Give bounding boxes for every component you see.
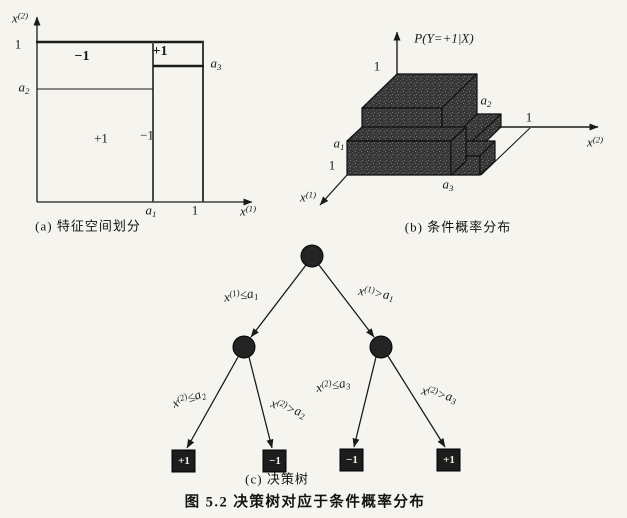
b-label-a1: a1	[333, 135, 345, 152]
leaf-label-1: +1	[178, 455, 190, 467]
edge-right-to-leaf3	[352, 356, 377, 448]
a-x-tick-1: 1	[191, 202, 199, 218]
caption-b: (b) 条件概率分布	[404, 219, 512, 235]
b-label-a2: a2	[480, 92, 492, 109]
tree-leaf-boxes	[171, 448, 461, 473]
tree-root-node	[300, 244, 324, 268]
a-region-bottom-right: −1	[140, 127, 154, 143]
b-p-axis-label: P(Y=+1|X)	[414, 30, 474, 46]
edge-left-to-leaf2	[248, 356, 274, 449]
b-label-a3: a3	[442, 176, 454, 193]
a-region-bottom-left: +1	[94, 130, 108, 146]
leaf-label-4: +1	[443, 454, 455, 466]
block-front-top-face	[346, 126, 467, 142]
a-side-tick-a3: a3	[210, 55, 222, 72]
caption-c: (c) 决策树	[245, 471, 309, 487]
tree-left-node	[232, 335, 256, 359]
edge-root-to-left	[250, 264, 307, 338]
edge-right-to-leaf4	[387, 355, 446, 448]
edge-left-to-leaf1	[186, 356, 239, 449]
tree-edges	[186, 264, 446, 449]
panel-a-partition-lines	[36, 40, 204, 202]
tree-right-node	[369, 335, 393, 359]
a-y-tick-1: 1	[14, 36, 22, 52]
leaf-box-2	[262, 449, 287, 473]
leaf-box-4	[436, 448, 461, 472]
a-region-top-left: −1	[74, 49, 90, 64]
block-front-front-face	[346, 140, 452, 176]
a-y-tick-a2: a2	[18, 79, 30, 96]
panel-b-solid	[346, 31, 502, 176]
a-x-axis-label: x(1)	[239, 203, 257, 219]
b-base-diagonal	[480, 127, 531, 176]
block-front-right-face	[450, 126, 467, 176]
leaf-box-1	[171, 449, 196, 473]
b-x2-tick-1: 1	[525, 109, 533, 125]
b-x1-tick-1: 1	[328, 157, 336, 173]
figure-caption: 图 5.2 决策树对应于条件概率分布	[184, 494, 426, 511]
a-x-tick-a1: a1	[145, 202, 157, 219]
edge-root-to-right	[318, 264, 375, 338]
b-x1-axis	[319, 174, 348, 206]
b-x2-axis-label: x(2)	[586, 134, 604, 150]
leaf-label-3: −1	[346, 454, 358, 466]
panel-a-axes	[33, 16, 253, 206]
b-x1-axis-label: x(1)	[299, 189, 317, 205]
panel-b-axes	[319, 123, 599, 206]
a-region-top-right: +1	[152, 44, 168, 59]
tree-nodes	[232, 244, 393, 359]
leaf-box-3	[339, 448, 364, 472]
a-y-axis-label: x(2)	[11, 10, 29, 26]
caption-a: (a) 特征空间划分	[35, 218, 141, 234]
leaf-label-2: −1	[269, 455, 281, 467]
block-frontright-right-face	[479, 140, 496, 176]
b-p-tick-1: 1	[373, 58, 381, 74]
